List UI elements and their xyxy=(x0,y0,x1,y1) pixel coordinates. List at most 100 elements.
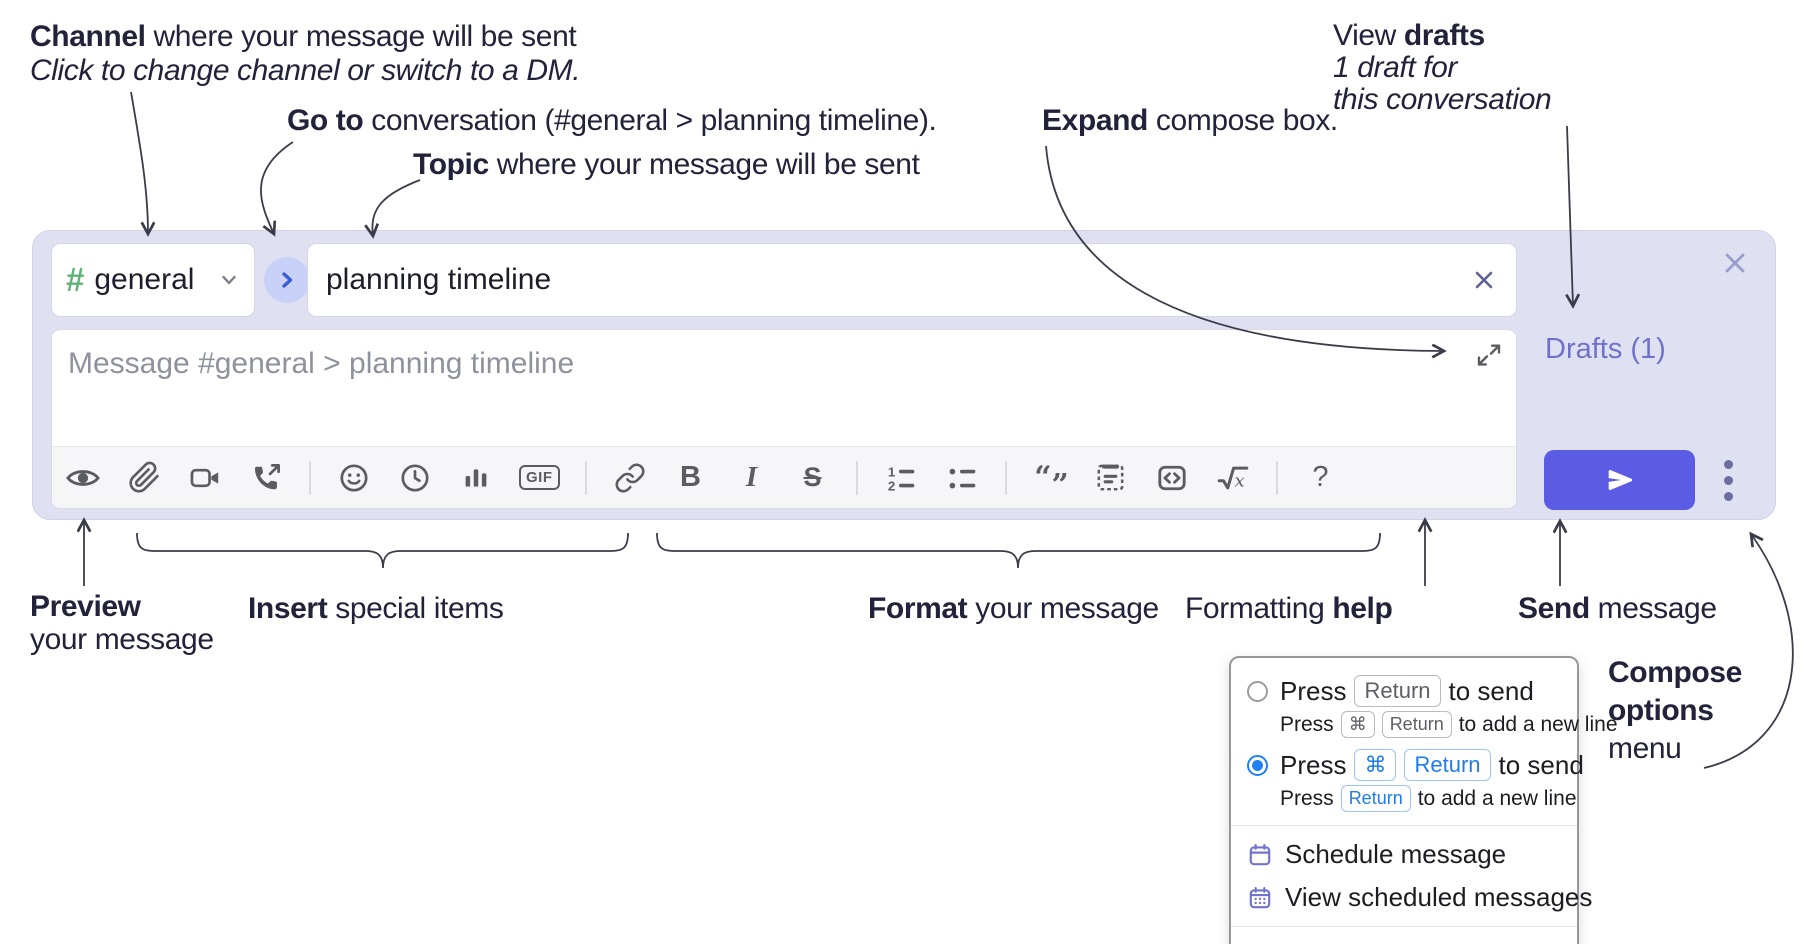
cmd-keycap: ⌘ xyxy=(1354,749,1397,781)
topic-value: planning timeline xyxy=(326,263,552,296)
topic-note: Topic where your message will be sent xyxy=(413,148,920,181)
option-cmd-return-to-send[interactable]: Press ⌘ Return to send xyxy=(1231,744,1584,783)
radio-unselected-icon[interactable] xyxy=(1247,680,1268,702)
attach-button[interactable] xyxy=(126,458,162,498)
topic-connector-line xyxy=(372,179,421,236)
toolbar-divider xyxy=(1275,460,1278,495)
insert-note: Insert special items xyxy=(248,592,504,625)
menu-divider xyxy=(1231,825,1577,826)
square-root-icon: x xyxy=(1217,466,1248,491)
formatting-help-button[interactable]: ? xyxy=(1303,458,1339,498)
poll-button[interactable] xyxy=(458,458,494,498)
channel-connector-line xyxy=(130,91,148,234)
recent-button[interactable] xyxy=(397,458,433,498)
close-compose-button[interactable] xyxy=(1719,247,1751,279)
bulleted-list-icon xyxy=(949,468,975,488)
format-note: Format your message xyxy=(868,592,1159,625)
bold-button[interactable]: B xyxy=(673,458,709,498)
menu-item-view-scheduled-messages[interactable]: View scheduled messages xyxy=(1231,876,1592,919)
close-icon xyxy=(1725,253,1745,273)
compose-box: # general planning timeline xyxy=(32,230,1776,520)
question-mark-icon: ? xyxy=(1312,461,1329,493)
option-cmd-return-subtext: Press Return to add a new line xyxy=(1231,783,1577,818)
chevron-right-icon xyxy=(282,272,293,288)
strikethrough-icon: S xyxy=(803,462,822,492)
formatting-toolbar: GIF B I xyxy=(52,446,1516,508)
code-block-button[interactable] xyxy=(1093,458,1129,498)
send-button[interactable] xyxy=(1544,450,1695,510)
blockquote-button[interactable]: “” xyxy=(1032,458,1069,503)
goto-connector-line xyxy=(260,141,294,234)
paperclip-icon xyxy=(128,461,159,493)
gif-icon: GIF xyxy=(519,465,560,490)
clock-icon xyxy=(401,463,429,492)
preview-note: Preview your message xyxy=(30,590,214,656)
expand-compose-button[interactable] xyxy=(1474,340,1504,370)
smiley-icon xyxy=(340,463,368,492)
bar-chart-icon xyxy=(465,468,487,487)
gif-button[interactable]: GIF xyxy=(519,458,560,498)
send-plane-icon xyxy=(1608,470,1632,490)
preview-button[interactable] xyxy=(65,458,101,498)
drafts-link[interactable]: Drafts (1) xyxy=(1545,333,1666,365)
bold-icon: B xyxy=(680,461,701,493)
toolbar-divider xyxy=(855,460,858,495)
menu-item-save-draft[interactable]: Save draft and start a new message xyxy=(1231,934,1701,944)
option-return-to-send[interactable]: Press Return to send xyxy=(1231,670,1577,709)
close-icon xyxy=(1475,271,1493,289)
return-keycap: Return xyxy=(1354,675,1441,707)
strikethrough-button[interactable]: S xyxy=(795,458,831,498)
inline-code-button[interactable] xyxy=(1154,458,1190,498)
video-clip-button[interactable] xyxy=(187,458,223,498)
svg-text:1: 1 xyxy=(887,464,895,479)
view-drafts-note: View drafts 1 draft for this conversatio… xyxy=(1333,19,1552,116)
blockquote-icon: “” xyxy=(1034,460,1069,503)
ordered-list-icon: 1 2 xyxy=(887,464,914,493)
video-camera-icon xyxy=(190,468,219,487)
kebab-dot xyxy=(1724,476,1733,485)
expand-note: Expand compose box. xyxy=(1042,104,1338,137)
inline-code-icon xyxy=(1157,465,1186,490)
formatting-help-note: Formatting help xyxy=(1185,592,1393,625)
expand-icon xyxy=(1477,344,1501,366)
italic-button[interactable]: I xyxy=(734,458,770,498)
channel-name: general xyxy=(94,263,195,296)
message-placeholder: Message #general > planning timeline xyxy=(68,347,575,380)
italic-icon: I xyxy=(745,461,758,493)
go-to-conversation-button[interactable] xyxy=(264,257,310,303)
formula-button[interactable]: x xyxy=(1215,458,1251,498)
toolbar-divider xyxy=(584,460,587,495)
menu-item-schedule-message[interactable]: Schedule message xyxy=(1231,833,1577,876)
code-block-icon xyxy=(1097,464,1124,491)
insert-brace xyxy=(136,532,629,569)
menu-divider xyxy=(1231,926,1577,927)
return-keycap: Return xyxy=(1404,749,1491,781)
emoji-button[interactable] xyxy=(336,458,372,498)
ordered-list-button[interactable]: 1 2 xyxy=(883,458,919,498)
send-note: Send message xyxy=(1518,592,1717,625)
calendar-grid-icon xyxy=(1249,886,1271,908)
channel-selector-button[interactable]: # general xyxy=(51,243,255,317)
option-return-subtext: Press ⌘ Return to add a new line xyxy=(1231,709,1618,744)
message-input[interactable]: Message #general > planning timeline xyxy=(51,329,1517,509)
channel-hash-icon: # xyxy=(66,261,85,298)
topic-input[interactable]: planning timeline xyxy=(307,243,1517,317)
clear-topic-button[interactable] xyxy=(1470,266,1498,294)
compose-options-button[interactable] xyxy=(1720,456,1737,505)
phone-outgoing-icon xyxy=(254,464,280,490)
return-keycap: Return xyxy=(1340,785,1411,812)
link-icon xyxy=(615,463,644,492)
cmd-keycap: ⌘ xyxy=(1340,711,1375,738)
radio-selected-icon[interactable] xyxy=(1247,754,1268,776)
bulleted-list-button[interactable] xyxy=(944,458,980,498)
eye-icon xyxy=(66,469,100,486)
channel-note: Channel where your message will be sent … xyxy=(30,20,581,87)
svg-text:x: x xyxy=(1234,470,1244,491)
chevron-down-icon xyxy=(222,275,236,285)
format-brace xyxy=(656,532,1381,569)
svg-text:2: 2 xyxy=(887,478,894,493)
compose-options-menu: Press Return to send Press ⌘ Return to a… xyxy=(1229,656,1701,944)
link-button[interactable] xyxy=(612,458,648,498)
audio-call-button[interactable] xyxy=(248,458,284,498)
compose-options-note: Compose options menu xyxy=(1608,656,1742,765)
